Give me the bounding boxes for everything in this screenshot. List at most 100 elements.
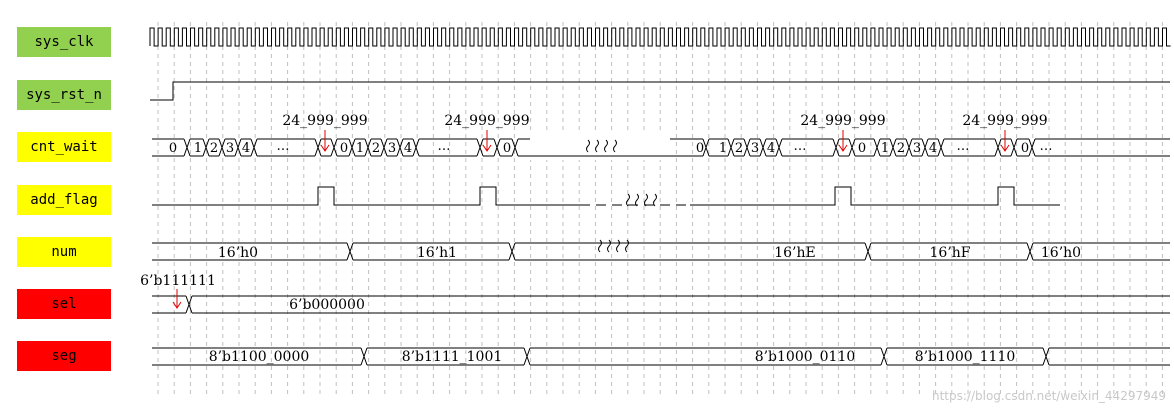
cnt_wait-squiggle-1 [595, 139, 599, 153]
add_flag-squiggle-2 [644, 193, 648, 207]
max-label-3: 24_999_999 [800, 113, 885, 129]
sel-value: 6’b000000 [289, 297, 365, 313]
cnt_wait-transition-2 [218, 138, 226, 157]
signal-label-add_flag: add_flag [17, 185, 111, 215]
cnt_wait-squiggle-2 [604, 139, 608, 153]
cnt-bot-1: 1 [719, 141, 727, 156]
add_flag-squiggle-0 [626, 193, 630, 207]
cnt-bot-extra-zero: 0 [1021, 141, 1029, 156]
cnt-top-8: 2 [372, 141, 380, 156]
seg-transition-0 [360, 347, 368, 366]
cnt_wait-transition-20 [832, 138, 840, 157]
cnt-bot-9: 3 [913, 141, 921, 156]
signal-label-cnt_wait: cnt_wait [17, 132, 111, 162]
cnt-top-10: 4 [404, 141, 412, 156]
cnt_wait-transition-26 [937, 138, 945, 157]
num-transition-1 [508, 242, 516, 261]
cnt-bot-0: 0 [696, 141, 704, 156]
cnt_wait-transition-25 [921, 138, 929, 157]
cnt_wait-transition-23 [889, 138, 897, 157]
cnt_wait-transition-19 [775, 138, 783, 157]
arrow-sel-head [172, 301, 182, 309]
cnt-top-6: 0 [340, 141, 348, 156]
cnt-top-1: 1 [194, 141, 202, 156]
num-squiggle-2 [616, 239, 620, 253]
cnt_wait-transition-5 [314, 138, 322, 157]
cnt_wait-transition-7 [348, 138, 356, 157]
cnt-top-0: 0 [169, 141, 177, 156]
signal-label-sys_clk: sys_clk [17, 27, 111, 57]
num-transition-3 [1026, 242, 1034, 261]
cnt_wait-transition-4 [250, 138, 258, 157]
wave-sys_clk [149, 27, 1171, 47]
cnt_wait-transition-27 [994, 138, 1002, 157]
cnt_wait-squiggle-3 [613, 139, 617, 153]
cnt_wait-transition-6 [330, 138, 338, 157]
cnt_wait-transition-10 [396, 138, 404, 157]
cnt_wait-transition-16 [727, 138, 735, 157]
cnt-bot-6: 0 [858, 141, 866, 156]
cnt_wait-transition-14 [511, 138, 519, 157]
cnt_wait-transition-3 [234, 138, 242, 157]
cnt_wait-squiggle-0 [586, 139, 590, 153]
cnt_wait-transition-21 [848, 138, 856, 157]
cnt_wait-transition-11 [412, 138, 420, 157]
arrow-cnt-3-head [838, 144, 848, 152]
cnt_wait-transition-1 [202, 138, 210, 157]
cnt-bot-2: 2 [735, 141, 743, 156]
seg-transition-2 [880, 347, 888, 366]
num-value-4: 16’h0 [1041, 245, 1081, 261]
cnt-bot-7: 1 [881, 141, 889, 156]
num-value-3: 16’hF [930, 245, 971, 261]
signal-label-sys_rst_n: sys_rst_n [17, 80, 111, 110]
cnt-top-5: … [277, 139, 290, 154]
seg-transition-3 [1042, 347, 1050, 366]
cnt_wait-transition-15 [702, 138, 710, 157]
seg-value-1: 8’b1111_1001 [402, 349, 503, 365]
wave-sys_rst_n [150, 81, 1170, 101]
arrow-cnt-4-head [1000, 144, 1010, 152]
cnt_wait-transition-28 [1010, 138, 1018, 157]
marker-arrows [172, 130, 1010, 309]
cnt-bot-4: 4 [767, 141, 775, 156]
watermark: https://blog.csdn.net/weixin_44297949 [932, 389, 1166, 403]
num-value-2: 16’hE [774, 245, 816, 261]
signal-label-num: num [17, 237, 111, 267]
cnt_wait-transition-13 [493, 138, 501, 157]
cnt-bot-8: 2 [897, 141, 905, 156]
cnt-bot-3: 3 [751, 141, 759, 156]
wave-add_flag-b [690, 186, 1060, 206]
max-label-1: 24_999_999 [282, 113, 367, 129]
signal-label-sel: sel [17, 289, 111, 319]
seg-value-0: 8’b1100_0000 [209, 349, 310, 365]
arrow-cnt-2-head [482, 144, 492, 152]
cnt_wait-transition-0 [183, 138, 191, 157]
sel-initial: 6’b111111 [140, 273, 216, 289]
cnt-top-2: 2 [210, 141, 218, 156]
cnt-top-3: 3 [226, 141, 234, 156]
cnt-bot-extra-dots: … [957, 139, 970, 154]
sel-transition-0 [185, 295, 193, 314]
cnt-bot-11: … [1040, 139, 1053, 154]
grid-lines [157, 22, 1163, 398]
cnt-bot-10: 4 [929, 141, 937, 156]
waveforms [149, 27, 1171, 366]
cnt-top-4: 4 [242, 141, 250, 156]
cnt_wait-transition-29 [1028, 138, 1036, 157]
seg-transition-1 [523, 347, 531, 366]
seg-value-2: 8’b1000_0110 [755, 349, 856, 365]
wave-add_flag-a [152, 186, 580, 206]
cnt_wait-transition-18 [759, 138, 767, 157]
cnt-top-7: 1 [356, 141, 364, 156]
cnt_wait-transition-12 [476, 138, 484, 157]
cnt_wait-transition-17 [743, 138, 751, 157]
num-squiggle-3 [625, 239, 629, 253]
cnt_wait-transition-24 [905, 138, 913, 157]
num-squiggle-0 [598, 239, 602, 253]
cnt_wait-transition-22 [873, 138, 881, 157]
cnt-top-11: … [438, 139, 451, 154]
arrow-cnt-1-head [320, 144, 330, 152]
num-transition-2 [864, 242, 872, 261]
add_flag-squiggle-1 [635, 193, 639, 207]
